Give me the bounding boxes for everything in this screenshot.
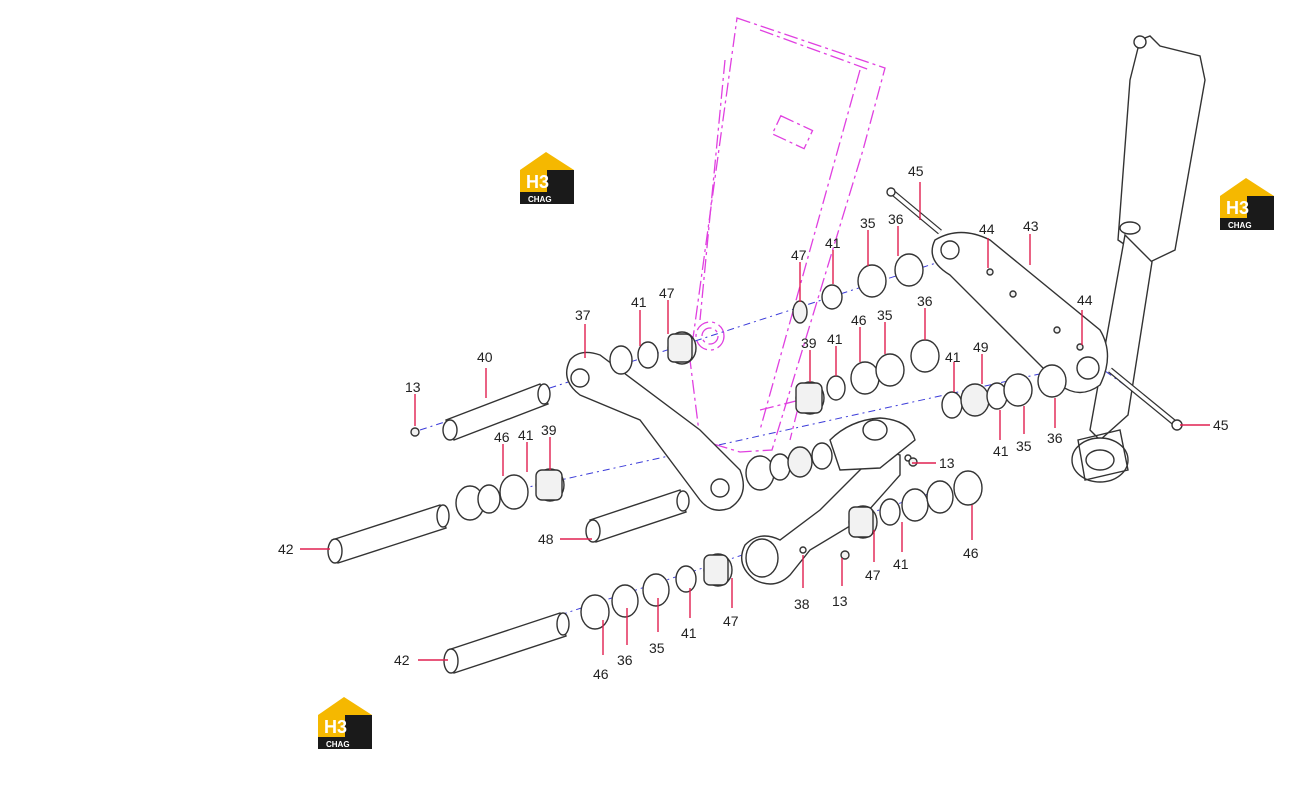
callout-35: 35 xyxy=(649,640,665,656)
callout-41: 41 xyxy=(518,427,534,443)
callout-35: 35 xyxy=(1016,438,1032,454)
boom-frame-outline xyxy=(689,17,886,453)
link-38 xyxy=(741,417,916,585)
callout-41: 41 xyxy=(631,294,647,310)
callout-39: 39 xyxy=(541,422,557,438)
callout-41: 41 xyxy=(993,443,1009,459)
callout-13: 13 xyxy=(405,379,421,395)
watermark-logo: H3 CHAG xyxy=(318,697,372,749)
pin-42-lower xyxy=(443,612,570,674)
callout-41: 41 xyxy=(893,556,909,572)
svg-text:H3: H3 xyxy=(1226,198,1249,218)
callout-41: 41 xyxy=(681,625,697,641)
bracket-37 xyxy=(566,351,744,511)
pin-40 xyxy=(442,383,551,441)
callout-46: 46 xyxy=(593,666,609,682)
callout-35: 35 xyxy=(877,307,893,323)
callout-46: 46 xyxy=(851,312,867,328)
watermark-logo: H3 CHAG xyxy=(520,152,574,204)
pin-42-upper xyxy=(327,504,450,564)
svg-text:H3: H3 xyxy=(324,717,347,737)
callout-47: 47 xyxy=(865,567,881,583)
callout-38: 38 xyxy=(794,596,810,612)
callout-41: 41 xyxy=(825,235,841,251)
svg-text:CHAG: CHAG xyxy=(1228,221,1252,230)
svg-text:H3: H3 xyxy=(526,172,549,192)
callout-39: 39 xyxy=(801,335,817,351)
callout-42: 42 xyxy=(278,541,294,557)
callout-47: 47 xyxy=(659,285,675,301)
watermark-logo: H3 CHAG xyxy=(1220,178,1274,230)
bolt-45-top xyxy=(886,187,942,235)
callout-49: 49 xyxy=(973,339,989,355)
callout-44-top: 44 xyxy=(979,221,995,237)
svg-text:CHAG: CHAG xyxy=(528,195,552,204)
callout-47: 47 xyxy=(791,247,807,263)
callout-13: 13 xyxy=(832,593,848,609)
callout-41: 41 xyxy=(827,331,843,347)
callout-43: 43 xyxy=(1023,218,1039,234)
callout-45-bottom: 45 xyxy=(1213,417,1229,433)
callout-40: 40 xyxy=(477,349,493,365)
callout-47: 47 xyxy=(723,613,739,629)
callout-46: 46 xyxy=(963,545,979,561)
callout-46: 46 xyxy=(494,429,510,445)
callout-36: 36 xyxy=(888,211,904,227)
callout-45-top: 45 xyxy=(908,163,924,179)
callout-42: 42 xyxy=(394,652,410,668)
washers-and-bushings xyxy=(410,253,1067,630)
callout-41: 41 xyxy=(945,349,961,365)
bolt-45-bottom xyxy=(1108,367,1183,431)
callout-37: 37 xyxy=(575,307,591,323)
link-arm-43 xyxy=(931,231,1109,394)
callout-44-bottom: 44 xyxy=(1077,292,1093,308)
svg-text:CHAG: CHAG xyxy=(326,740,350,749)
callout-48: 48 xyxy=(538,531,554,547)
callouts: 45 45 44 44 43 36 35 41 47 36 35 46 41 3… xyxy=(278,163,1229,682)
callout-36: 36 xyxy=(1047,430,1063,446)
hydraulic-cylinder xyxy=(1071,35,1206,483)
callout-35: 35 xyxy=(860,215,876,231)
pin-48 xyxy=(585,489,690,543)
callout-13: 13 xyxy=(939,455,955,471)
callout-36: 36 xyxy=(917,293,933,309)
callout-36: 36 xyxy=(617,652,633,668)
